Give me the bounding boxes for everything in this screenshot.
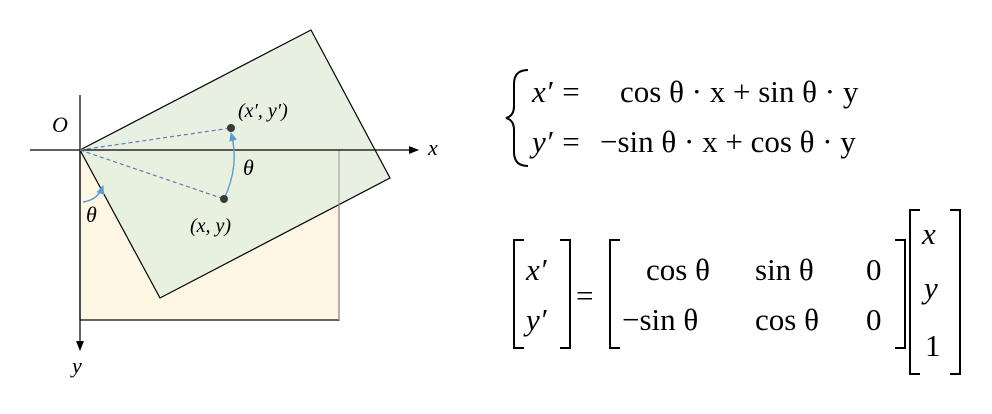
- axis-angle-arc: [82, 185, 105, 203]
- matrix-equals: =: [576, 278, 593, 313]
- origin-label: O: [52, 112, 68, 137]
- matrix-bracket-right: [895, 239, 906, 349]
- vector-bracket-right: [950, 209, 961, 375]
- y-axis-label: y: [70, 353, 82, 378]
- system-row2-lhs: y′ =: [529, 124, 581, 159]
- vector-entry-2: y: [921, 270, 938, 305]
- vector-entry-3: 1: [925, 328, 941, 363]
- axis-angle-label: θ: [86, 202, 97, 227]
- lhs-bracket-right: [560, 239, 571, 349]
- rotated-point: [227, 124, 235, 132]
- matrix-cell-r1c3: 0: [866, 252, 882, 287]
- original-point: [220, 195, 228, 203]
- lhs-bracket-left: [513, 239, 524, 349]
- rotation-arc: [223, 132, 238, 200]
- system-row2-rhs: −sin θ · x + cos θ · y: [600, 124, 856, 159]
- dashed-line-to-original-point: [79, 149, 225, 200]
- rotation-diagram: O x y (x′, y′) (x, y) θ θ: [30, 29, 438, 378]
- matrix-equation: x′ y′ = cos θ sin θ 0 −sin θ cos θ 0 x y…: [513, 209, 961, 375]
- lhs-entry-1: x′: [525, 252, 548, 287]
- matrix-cell-r1c1: cos θ: [646, 252, 710, 287]
- matrix-bracket-left: [609, 239, 620, 349]
- equation-system: x′ = cos θ · x + sin θ · y y′ = −sin θ ·…: [505, 69, 859, 167]
- matrix-cell-r2c2: cos θ: [755, 302, 819, 337]
- rotated-rectangle: [79, 29, 391, 299]
- original-point-label: (x, y): [190, 215, 231, 237]
- matrix-cell-r1c2: sin θ: [755, 252, 814, 287]
- system-row1-rhs: cos θ · x + sin θ · y: [620, 74, 859, 109]
- rotation-angle-label: θ: [243, 155, 254, 180]
- rotated-point-label: (x′, y′): [238, 100, 288, 122]
- system-left-brace: [505, 69, 529, 167]
- system-row1-lhs: x′ =: [531, 74, 581, 109]
- vector-entry-1: x: [921, 216, 936, 251]
- x-axis-label: x: [427, 135, 438, 160]
- vector-bracket-left: [909, 209, 920, 375]
- lhs-entry-2: y′: [523, 302, 548, 337]
- matrix-cell-r2c3: 0: [866, 302, 882, 337]
- dashed-line-to-rotated-point: [79, 127, 232, 151]
- matrix-cell-r2c1: −sin θ: [622, 302, 698, 337]
